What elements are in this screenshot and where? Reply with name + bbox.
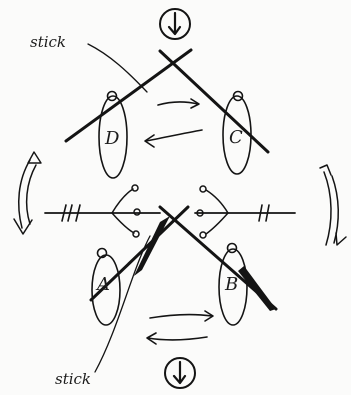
bottom-circled-down-arrow-icon xyxy=(165,358,195,388)
figure-a-label: A xyxy=(95,274,110,295)
top-stick-left xyxy=(66,50,191,141)
bottom-crossed-sticks xyxy=(91,207,276,311)
figure-c-label: C xyxy=(229,127,243,148)
top-right-arrow xyxy=(158,102,198,105)
bottom-stick-label: stick xyxy=(55,370,91,388)
right-rotation-arrow xyxy=(320,165,346,245)
figure-a: A xyxy=(92,249,120,326)
left-rotation-arrow xyxy=(14,152,41,234)
bottom-exchange-arrows xyxy=(147,311,213,344)
bottom-right-arrow xyxy=(150,315,212,318)
bottom-stick-left-shaded xyxy=(134,216,170,276)
figure-d: D xyxy=(99,92,127,179)
figure-b: B xyxy=(219,244,247,326)
top-exchange-arrows xyxy=(145,99,202,147)
left-rod xyxy=(45,185,160,237)
top-circled-down-arrow-icon xyxy=(160,9,190,39)
bottom-left-arrow xyxy=(148,337,207,340)
figure-b-label: B xyxy=(224,274,238,295)
right-rod xyxy=(195,186,295,238)
top-stick-leader-line xyxy=(88,44,147,92)
top-stick-label: stick xyxy=(30,33,66,51)
bottom-stick-right-shaded xyxy=(238,266,276,311)
figure-d-label: D xyxy=(104,128,120,149)
